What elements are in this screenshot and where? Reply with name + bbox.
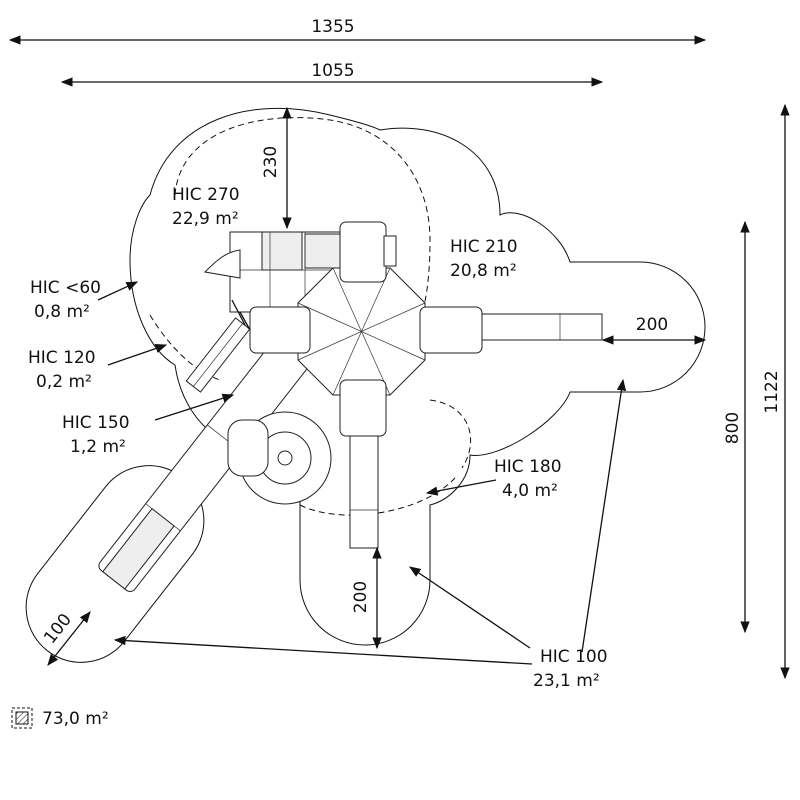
zone-hic: HIC <60 [30, 278, 101, 298]
zone-area: 22,9 m² [172, 209, 239, 229]
zone-label-hic-100: HIC 100 23,1 m² [533, 647, 608, 691]
dim-overall-height: 1122 [762, 370, 782, 413]
zone-leaders [97, 281, 627, 665]
dim-right-clearance: 200 [636, 315, 668, 335]
dim-top-clearance: 230 [261, 146, 281, 178]
legend: 73,0 m² [11, 707, 109, 729]
zone-area: 23,1 m² [533, 671, 600, 691]
spiral-slide [227, 411, 332, 505]
zone-area: 20,8 m² [450, 261, 517, 281]
dim-inner-height: 800 [723, 412, 743, 444]
dim-overall-width: 1355 [311, 17, 354, 37]
zone-area: 1,2 m² [70, 437, 126, 457]
legend-total-area: 73,0 m² [42, 709, 109, 729]
zone-label-hic-120: HIC 120 0,2 m² [28, 348, 96, 392]
zone-hic: HIC 100 [540, 647, 608, 667]
zone-label-hic-lt60: HIC <60 0,8 m² [30, 278, 101, 322]
zone-hic: HIC 150 [62, 413, 130, 433]
dim-bottom-clearance: 200 [351, 581, 371, 613]
play-equipment [98, 221, 603, 592]
zone-hic: HIC 120 [28, 348, 96, 368]
dim-inner-width: 1055 [311, 61, 354, 81]
hatched-square-icon [11, 707, 33, 729]
zone-label-hic-150: HIC 150 1,2 m² [62, 413, 130, 457]
dimension-lines [8, 35, 790, 680]
zone-label-hic-180: HIC 180 4,0 m² [494, 457, 562, 501]
zone-area: 4,0 m² [502, 481, 558, 501]
zone-hic: HIC 180 [494, 457, 562, 477]
zone-hic: HIC 270 [172, 185, 240, 205]
zone-area: 0,8 m² [34, 302, 90, 322]
zone-label-hic-270: HIC 270 22,9 m² [172, 185, 240, 229]
dim-slide-clearance-line [47, 611, 91, 666]
zone-area: 0,2 m² [36, 372, 92, 392]
zone-label-hic-210: HIC 210 20,8 m² [450, 237, 518, 281]
zone-hic: HIC 210 [450, 237, 518, 257]
